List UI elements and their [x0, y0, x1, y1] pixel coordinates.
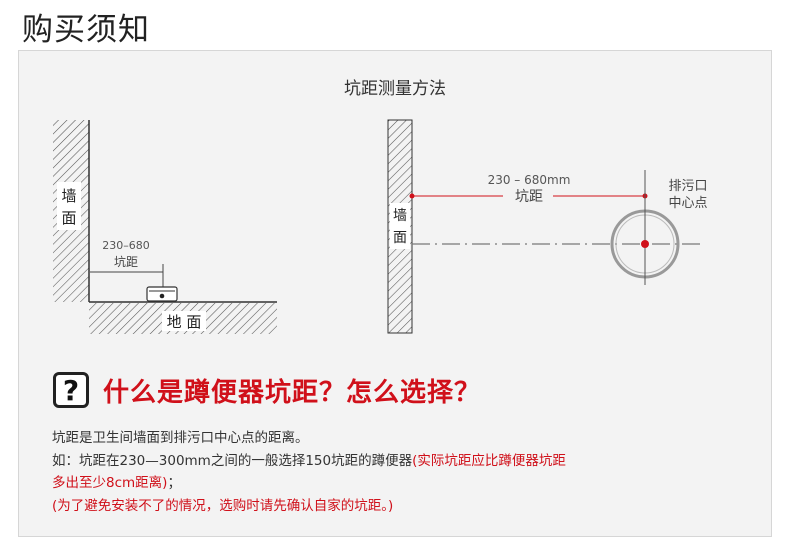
question-mark-icon: ? [53, 372, 89, 408]
answer-line-1: 坑距是卫生间墙面到排污口中心点的距离。 [52, 430, 309, 446]
left-wall-label-box [57, 182, 81, 230]
right-wall-label-2: 面 [393, 230, 407, 246]
faq-answer: 坑距是卫生间墙面到排污口中心点的距离。 如：坑距在230—300mm之间的一般选… [52, 427, 566, 517]
right-range-label: 230 – 680mm [488, 173, 571, 187]
left-wall-label-2: 面 [61, 209, 76, 227]
left-diagram: 墙 面 230–680 坑距 地 面 [53, 120, 277, 334]
drain-center-label-2: 中心点 [668, 196, 707, 211]
answer-line-2: 如：坑距在230—300mm之间的一般选择150坑距的蹲便器(实际坑距应比蹲便器… [52, 450, 566, 473]
answer-example: 如：坑距在230—300mm之间的一般选择150坑距的蹲便器 [52, 452, 413, 469]
answer-line-3-suffix: ； [167, 475, 181, 491]
left-range-label: 230–680 [102, 239, 150, 252]
right-dimension-label-box [503, 187, 553, 205]
left-wall-label-1: 墙 [61, 187, 76, 205]
answer-note: (实际坑距应比蹲便器坑距 [412, 452, 566, 469]
floor-label: 地 面 [167, 313, 202, 331]
answer-note-cont: 多出至少8cm距离) [52, 475, 168, 491]
answer-tip: (为了避免安装不了的情况，选购时请先确认自家的坑距。) [52, 497, 394, 514]
floor-label-box [162, 311, 206, 331]
right-dimension-label: 坑距 [515, 189, 543, 205]
right-diagram: 墙 面 230 – 680mm 坑距 排污口 中心点 [387, 119, 708, 334]
drain-center-dot [159, 293, 165, 299]
answer-line-3: 多出至少8cm距离)； [52, 472, 566, 495]
left-dimension-label: 坑距 [114, 254, 138, 269]
faq-question: 什么是蹲便器坑距？怎么选择？ [103, 377, 482, 408]
right-wall-label-1: 墙 [393, 208, 407, 224]
faq-heading: ? 什么是蹲便器坑距？怎么选择？ [53, 370, 481, 410]
page-heading: 购买须知 [22, 12, 150, 48]
right-wall-label-box [390, 203, 410, 249]
drain-center-point [641, 240, 649, 248]
wall-dimension-endpoint [409, 193, 415, 199]
diagram-title: 坑距测量方法 [344, 79, 446, 99]
drain-center-label-1: 排污口 [668, 179, 707, 194]
